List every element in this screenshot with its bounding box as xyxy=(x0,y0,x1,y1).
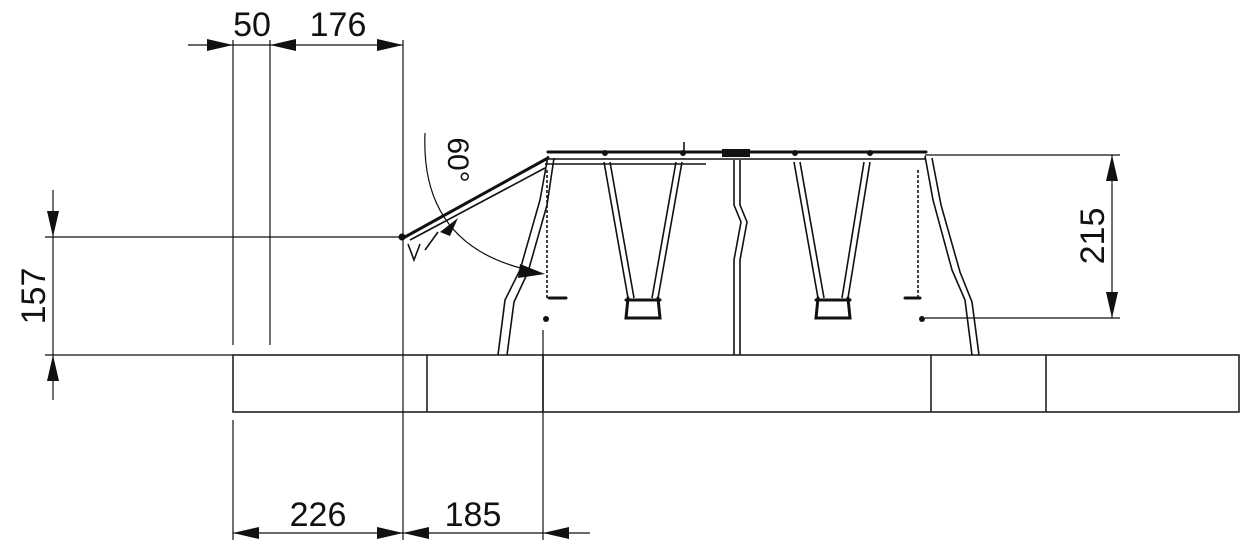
swing-seat-left xyxy=(603,161,683,320)
dimension-top: 50 176 xyxy=(188,6,403,51)
swing-seat-right xyxy=(793,161,871,320)
angle-label: 60° xyxy=(441,137,474,182)
ground-blocks xyxy=(232,354,1240,413)
angle-indicator: 60° xyxy=(424,132,545,278)
arrow-head xyxy=(440,218,458,236)
dimension-label-50: 50 xyxy=(233,6,271,44)
dimension-left: 157 xyxy=(15,190,59,400)
arrow-head xyxy=(207,39,233,51)
dimension-label-215: 215 xyxy=(1074,208,1112,265)
dimension-label-176: 176 xyxy=(310,6,367,44)
arrow-head xyxy=(233,527,259,539)
arrow-head xyxy=(543,527,569,539)
arrow-head xyxy=(1106,292,1118,318)
arrow-head xyxy=(47,355,59,381)
arrow-head xyxy=(47,211,59,237)
dimension-label-157: 157 xyxy=(15,268,53,325)
arrow-head xyxy=(270,39,296,51)
arrow-head xyxy=(377,527,403,539)
dimension-label-185: 185 xyxy=(445,496,502,534)
dimension-label-226: 226 xyxy=(290,496,347,534)
extension-lines xyxy=(45,40,1120,540)
dimension-bottom: 226 185 xyxy=(233,496,590,539)
arrow-head xyxy=(1106,155,1118,181)
swing-set-frame xyxy=(398,142,980,356)
arrow-head xyxy=(518,264,545,278)
dimension-right: 215 xyxy=(1074,155,1118,318)
arrow-head xyxy=(377,39,403,51)
arrow-head xyxy=(403,527,429,539)
slide-arm xyxy=(403,156,550,239)
